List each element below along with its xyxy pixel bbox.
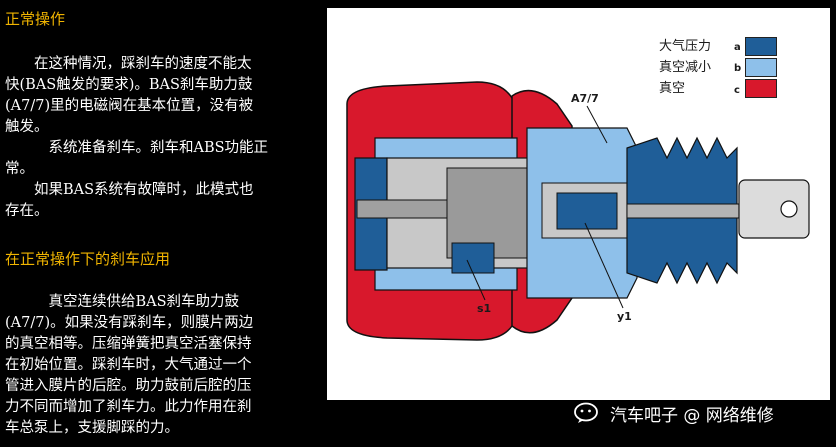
booster-cross-section	[346, 81, 810, 341]
legend-letter-a: a	[734, 42, 741, 53]
text-line: (A7/7)里的电磁阀在基本位置，没有被	[5, 98, 254, 114]
legend-letter-c: c	[734, 85, 740, 96]
push-rod	[356, 199, 448, 219]
input-rod	[626, 203, 743, 219]
label-y1: y1	[617, 310, 632, 323]
brake-booster-diagram: 大气压力 a 真空减小 b 真空 c A7/7 s1 y1	[327, 8, 830, 400]
watermark-text: 汽车吧子 @ 网络维修	[610, 405, 774, 426]
label-s1: s1	[477, 302, 492, 315]
text-line: 如果BAS系统有故障时，此模式也	[34, 182, 254, 198]
clevis	[738, 179, 810, 239]
legend-label-c: 真空	[659, 81, 686, 96]
legend-letter-b: b	[734, 63, 742, 74]
text-line: 管进入膜片的后腔。助力鼓前后腔的压	[5, 378, 252, 394]
valve-spring	[556, 192, 618, 230]
text-line: 常。	[5, 161, 34, 177]
legend-swatch-c	[745, 79, 777, 98]
text-line: 的真空相等。压缩弹簧把真空活塞保持	[5, 336, 252, 352]
text-line: 在这种情况，踩刹车的速度不能太	[34, 56, 252, 72]
text-line: 真空连续供给BAS刹车助力鼓	[48, 294, 240, 310]
text-line: 系统准备刹车。刹车和ABS功能正	[48, 140, 269, 156]
air-port	[451, 242, 495, 274]
section-title-brake-application: 在正常操作下的刹车应用	[5, 250, 171, 268]
label-a77: A7/7	[571, 92, 599, 105]
legend-swatch-b	[745, 58, 777, 77]
text-column: 正常操作 在这种情况，踩刹车的速度不能太 快(BAS触发的要求)。BAS刹车助力…	[0, 0, 322, 447]
section-title-normal-operation: 正常操作	[5, 10, 66, 28]
text-line: 快(BAS触发的要求)。BAS刹车助力鼓	[5, 77, 253, 93]
legend-label-a: 大气压力	[659, 39, 712, 54]
text-line: 触发。	[5, 119, 49, 135]
text-line: 存在。	[5, 203, 49, 219]
legend-swatch-a	[745, 37, 777, 56]
text-line: 在初始位置。踩刹车时，大气通过一个	[5, 357, 252, 373]
legend-label-b: 真空减小	[659, 60, 712, 75]
leader-a77	[586, 105, 608, 144]
paragraph-normal-operation: 在这种情况，踩刹车的速度不能太 快(BAS触发的要求)。BAS刹车助力鼓 (A7…	[5, 54, 320, 222]
text-line: 车总泵上，支援脚踩的力。	[5, 420, 179, 436]
text-line: (A7/7)。如果没有踩刹车，则膜片两边	[5, 315, 254, 331]
clevis-hole	[780, 200, 798, 218]
leader-y1	[584, 222, 624, 309]
watermark: 汽车吧子 @ 网络维修	[574, 400, 774, 426]
text-line: 力不同而增加了刹车力。此力作用在刹	[5, 399, 252, 415]
leader-s1	[466, 259, 486, 301]
wechat-logo-icon	[574, 402, 598, 423]
paragraph-brake-application: 真空连续供给BAS刹车助力鼓 (A7/7)。如果没有踩刹车，则膜片两边 的真空相…	[5, 292, 320, 439]
